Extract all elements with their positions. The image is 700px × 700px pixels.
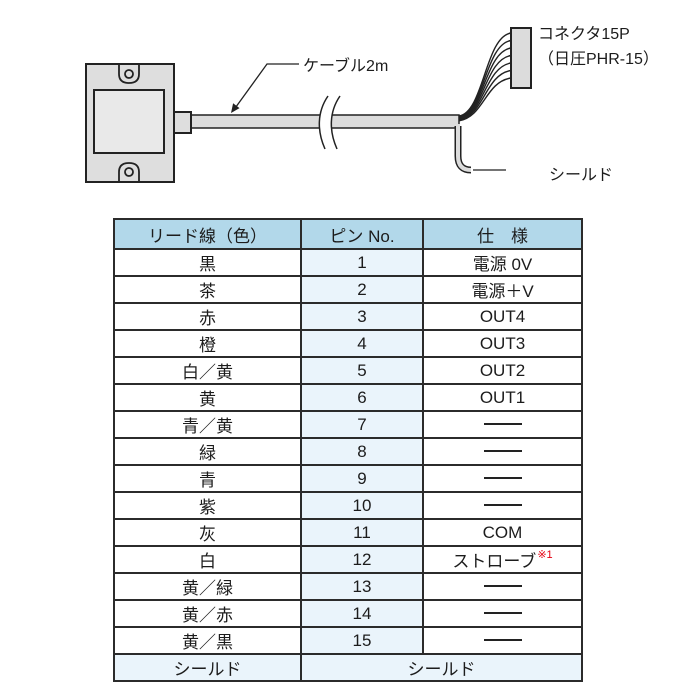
pin-no-cell: 14 bbox=[300, 599, 424, 628]
pin-no-cell: 15 bbox=[300, 626, 424, 655]
lead-color-cell: 白 bbox=[113, 545, 302, 574]
lead-color-cell: 緑 bbox=[113, 437, 302, 466]
no-connection-dash bbox=[483, 476, 522, 479]
lead-color-cell: 赤 bbox=[113, 302, 302, 331]
no-connection-dash bbox=[483, 638, 522, 641]
lead-color-cell: 黄／緑 bbox=[113, 572, 302, 601]
cable-leader-line bbox=[231, 63, 299, 113]
spec-cell: 電源＋V bbox=[422, 275, 583, 304]
cable-break-icon bbox=[318, 95, 341, 150]
lead-color-cell: 紫 bbox=[113, 491, 302, 520]
pin-no-cell: 4 bbox=[300, 329, 424, 358]
pin-no-cell: 9 bbox=[300, 464, 424, 493]
spec-cell: ストローブ※1 bbox=[422, 545, 583, 574]
pin-no-cell: 1 bbox=[300, 248, 424, 277]
lead-color-cell: 灰 bbox=[113, 518, 302, 547]
col-header-lead-color: リード線（色） bbox=[113, 218, 302, 250]
screw-hole-top-icon bbox=[124, 69, 134, 79]
pin-no-cell: 13 bbox=[300, 572, 424, 601]
pin-no-cell: 2 bbox=[300, 275, 424, 304]
header-row: リード線（色） ピン No. 仕 様 bbox=[113, 218, 583, 250]
wire-fan bbox=[458, 32, 512, 122]
no-connection-dash bbox=[483, 449, 522, 452]
cable-length-label: ケーブル2m bbox=[303, 58, 389, 75]
lead-color-cell: 黒 bbox=[113, 248, 302, 277]
screw-hole-bottom-icon bbox=[124, 167, 134, 177]
connector-15p bbox=[510, 27, 532, 89]
pin-no-cell: 3 bbox=[300, 302, 424, 331]
shield-label: シールド bbox=[549, 167, 614, 184]
spec-cell bbox=[422, 572, 583, 601]
lead-color-cell: 青／黄 bbox=[113, 410, 302, 439]
lead-color-cell: 白／黄 bbox=[113, 356, 302, 385]
lead-color-cell: 黄／黒 bbox=[113, 626, 302, 655]
footnote-marker: ※1 bbox=[537, 549, 553, 562]
no-connection-dash bbox=[483, 503, 522, 506]
cable-stub bbox=[173, 111, 192, 134]
shield-row: シールドシールド bbox=[113, 653, 583, 682]
connector-label: コネクタ15P （日圧PHR-15） bbox=[538, 22, 659, 72]
no-connection-dash bbox=[483, 584, 522, 587]
arrowhead-icon bbox=[231, 103, 240, 113]
cable-diagram: ケーブル2m コネクタ15P （日圧PHR-15） シールド bbox=[0, 0, 700, 215]
spec-cell bbox=[422, 599, 583, 628]
lead-color-cell: 茶 bbox=[113, 275, 302, 304]
col-header-pin-no: ピン No. bbox=[300, 218, 424, 250]
lead-color-cell: 青 bbox=[113, 464, 302, 493]
pin-no-cell: 12 bbox=[300, 545, 424, 574]
spec-cell: OUT4 bbox=[422, 302, 583, 331]
pin-no-cell: 6 bbox=[300, 383, 424, 412]
col-header-spec: 仕 様 bbox=[422, 218, 583, 250]
spec-cell: 電源 0V bbox=[422, 248, 583, 277]
shield-lead-cell: シールド bbox=[113, 653, 302, 682]
shield-merged-cell: シールド bbox=[300, 653, 583, 682]
spec-cell bbox=[422, 410, 583, 439]
spec-cell: OUT3 bbox=[422, 329, 583, 358]
spec-cell: OUT1 bbox=[422, 383, 583, 412]
sensor-box bbox=[85, 63, 175, 183]
spec-cell bbox=[422, 437, 583, 466]
lead-color-cell: 黄 bbox=[113, 383, 302, 412]
connector-label-line2: （日圧PHR-15） bbox=[538, 51, 659, 68]
spec-cell bbox=[422, 464, 583, 493]
no-connection-dash bbox=[483, 611, 522, 614]
no-connection-dash bbox=[483, 422, 522, 425]
pin-no-cell: 8 bbox=[300, 437, 424, 466]
connector-label-line1: コネクタ15P bbox=[538, 26, 630, 43]
spec-cell: OUT2 bbox=[422, 356, 583, 385]
pin-no-cell: 10 bbox=[300, 491, 424, 520]
cable-diagram-drawing bbox=[85, 27, 532, 183]
pin-no-cell: 5 bbox=[300, 356, 424, 385]
pin-no-cell: 7 bbox=[300, 410, 424, 439]
lead-color-cell: 黄／赤 bbox=[113, 599, 302, 628]
shield-wire bbox=[454, 124, 506, 174]
pin-no-cell: 11 bbox=[300, 518, 424, 547]
spec-cell bbox=[422, 626, 583, 655]
spec-cell: COM bbox=[422, 518, 583, 547]
lead-color-cell: 橙 bbox=[113, 329, 302, 358]
sensor-window bbox=[93, 89, 165, 154]
spec-cell bbox=[422, 491, 583, 520]
